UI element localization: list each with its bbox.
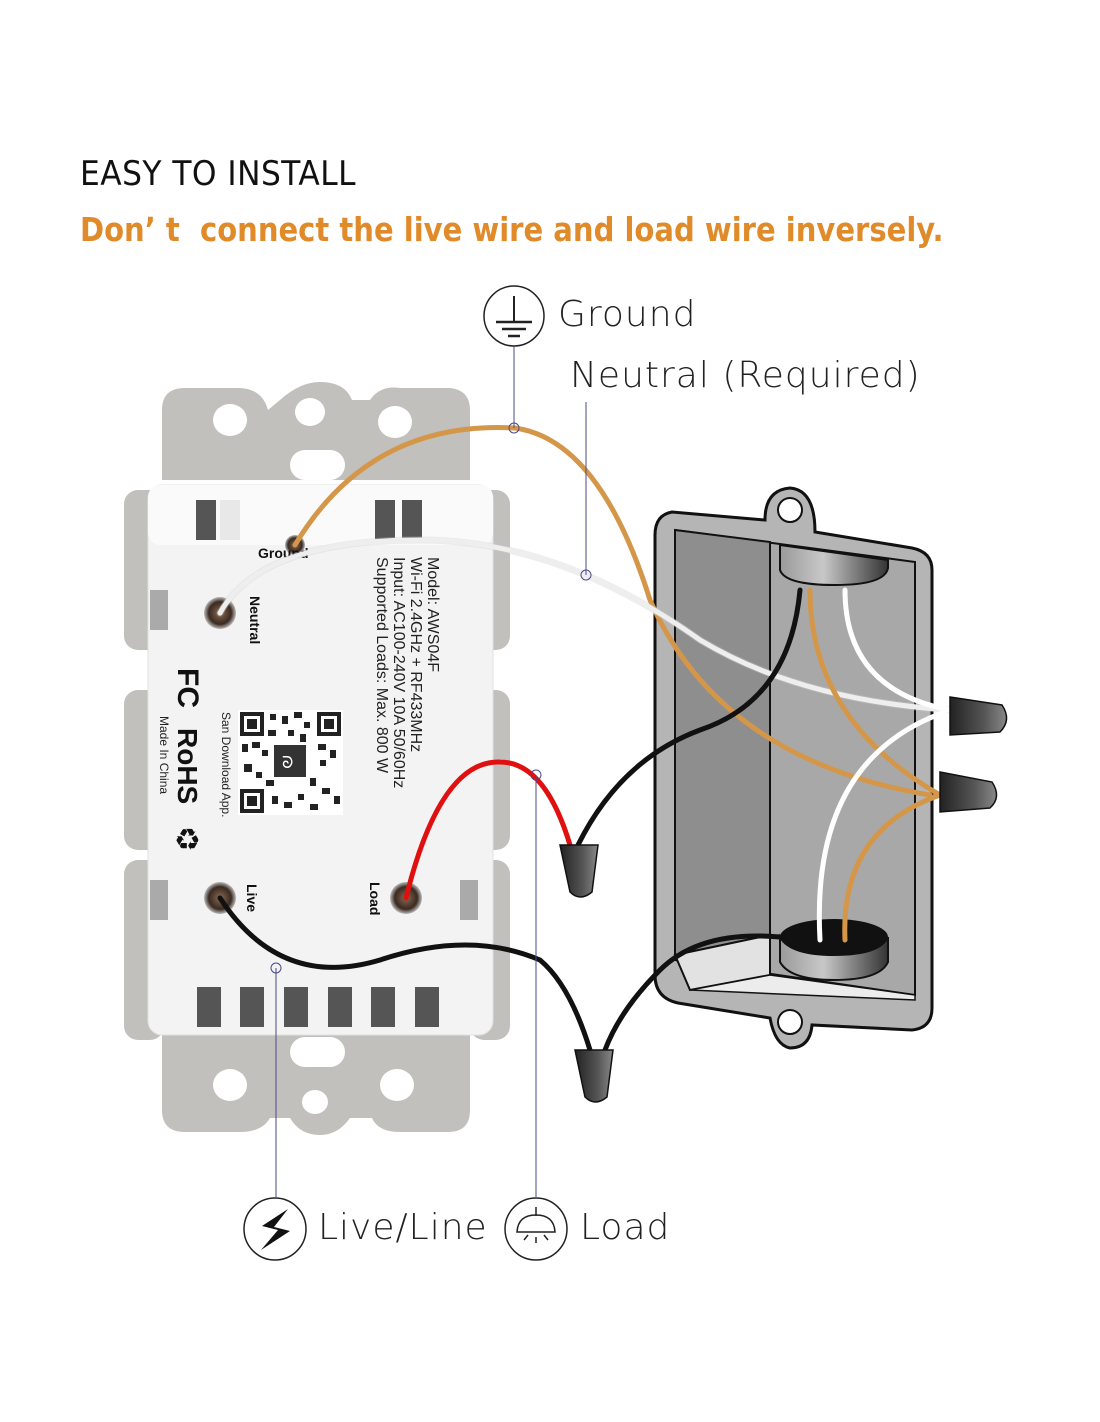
live-wire [217,895,593,1053]
spec-input: Input: AC100-240V 10A 50/60Hz [390,557,407,788]
junction-box [653,486,934,1050]
origin-label: Made In China [157,716,171,794]
spec-model: Model: AWS04F [424,557,441,672]
vent-slots [197,987,439,1027]
ceiling-lamp-icon [504,1197,568,1261]
warning-text: Don’ t connect the live wire and load wi… [80,210,944,249]
rohs-mark: RoHS [172,728,203,804]
qr-code: ᘐ [238,710,343,815]
ground-symbol-icon [483,285,545,347]
page-title: EASY TO INSTALL [80,154,357,194]
spec-loads: Supported Loads: Max. 800 W [373,557,390,774]
ground-wire-box [807,587,943,798]
spec-wifi: Wi-Fi 2.4GHz + RF433MHz [407,557,424,752]
terminal-label-live: Live [244,884,260,912]
recycle-icon: ♻ [174,823,201,858]
wire-nut-neutral [949,696,1008,736]
wire-nut-load [559,844,599,898]
neutral-wire-box-bottom [816,709,948,943]
lightning-bolt-icon [243,1197,307,1261]
callout-ground: Ground [558,294,697,335]
terminal-label-neutral: Neutral [247,596,263,644]
neutral-wire [217,537,953,713]
callout-load: Load [580,1207,671,1248]
wire-nuts [559,696,1008,1103]
spec-label: Model: AWS04F Wi-Fi 2.4GHz + RF433MHz In… [373,557,441,788]
line-wire-bottom [602,933,783,1053]
load-wire [403,759,573,901]
callout-live: Live/Line [318,1207,488,1248]
wire-nut-ground [939,771,998,813]
ground-wire [292,425,933,798]
terminal-label-load: Load [367,882,383,915]
wire-nut-live [574,1049,614,1103]
callout-neutral: Neutral (Required) [570,355,921,396]
qr-caption: San Download App. [219,712,233,817]
line-wire-box [575,587,803,848]
fcc-mark: FC [171,668,204,708]
wires [216,425,954,1053]
neutral-wire-box [842,587,953,713]
ground-wire-box-bottom [842,792,943,943]
certifications: FC RoHS ♻ Made In China [157,668,204,858]
leader-lines [270,345,592,1197]
app-logo-icon: ᘐ [282,753,293,772]
